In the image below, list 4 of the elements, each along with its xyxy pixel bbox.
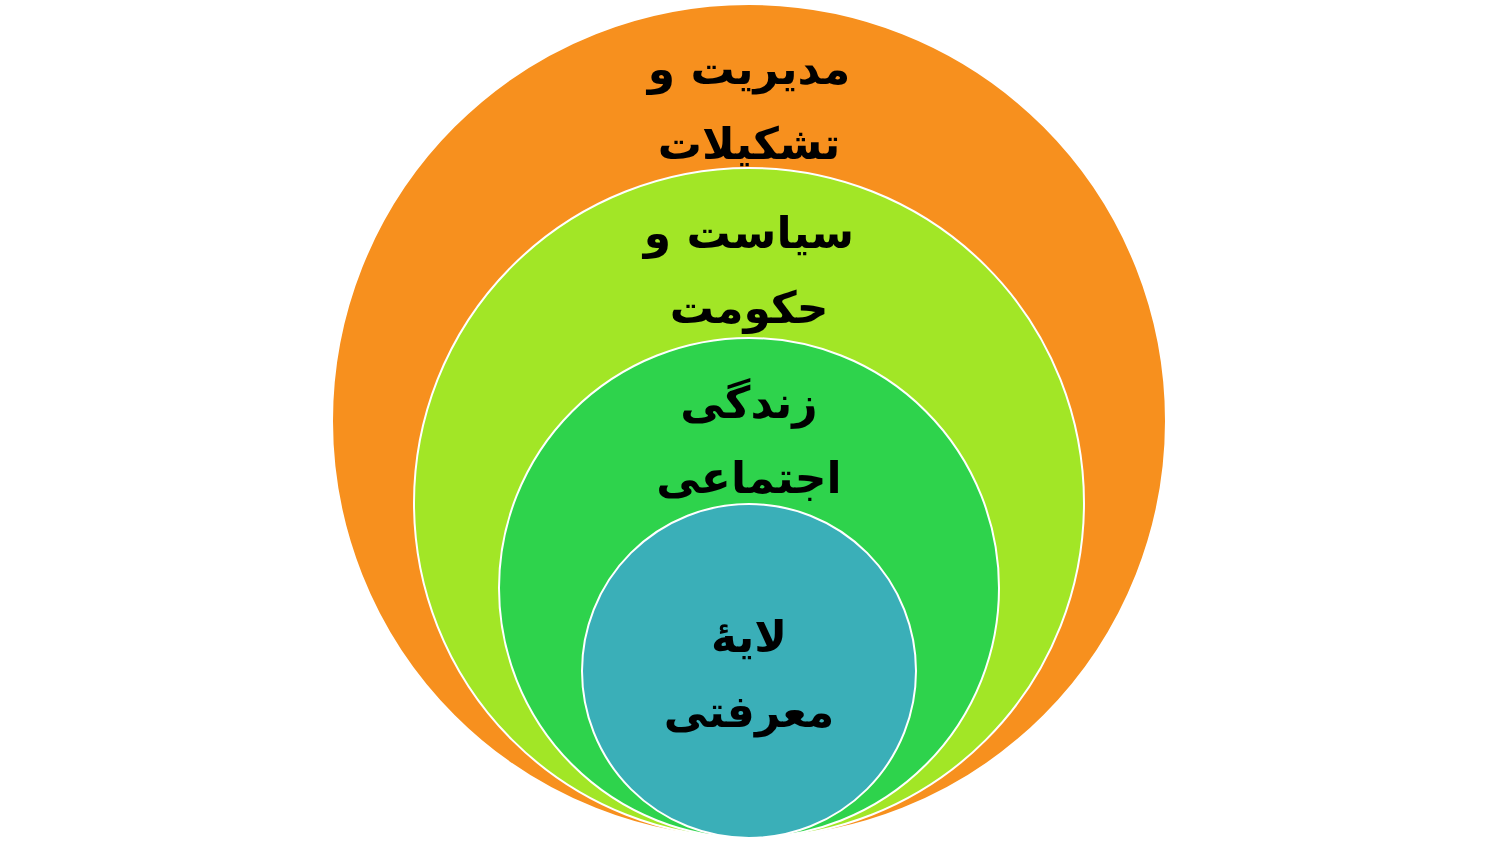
layer-label: سیاست و حکومت — [641, 206, 856, 336]
layer-label: لایهٔ معرفتی — [662, 610, 836, 740]
layer-label: مدیریت و تشکیلات — [645, 42, 852, 171]
layer-label: زندگی اجتماعی — [655, 376, 843, 505]
